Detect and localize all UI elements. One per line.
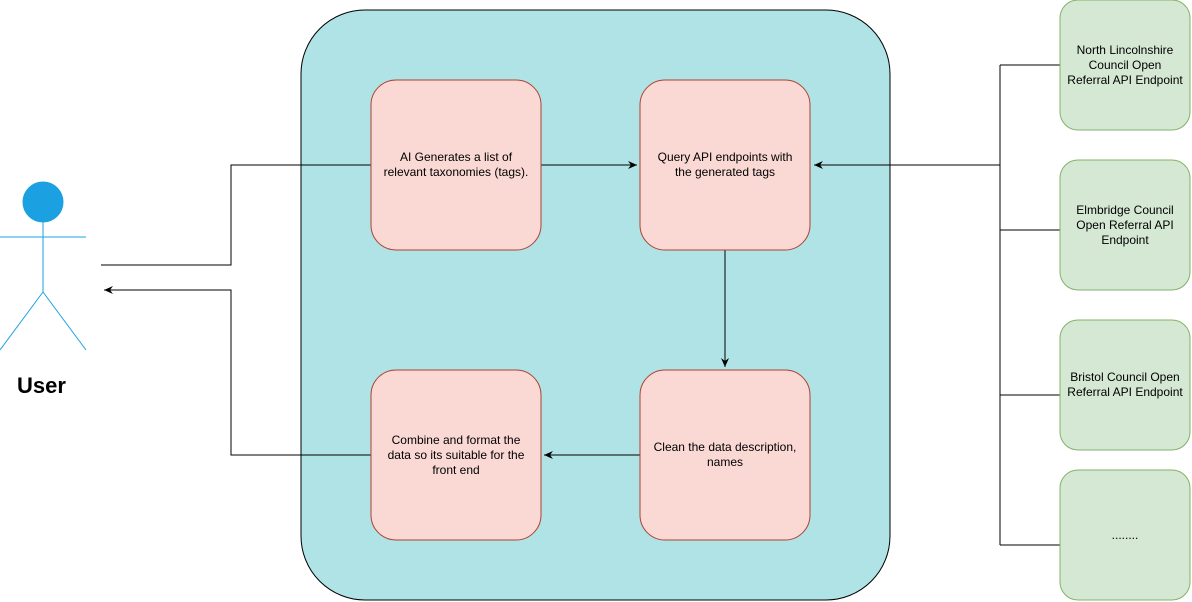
endpoint-box-bristol xyxy=(1059,319,1191,451)
process-clean-text: Clean the data description, names xyxy=(653,440,797,469)
edge-endpoints-to-query xyxy=(814,64,1060,546)
user-actor-icon xyxy=(0,181,87,351)
edge-combine-to-user xyxy=(104,286,371,456)
user-label: User xyxy=(17,373,66,398)
process-query-text: Query API endpoints with the generated t… xyxy=(657,150,793,179)
process-combine-text: Combine and format the data so its suita… xyxy=(387,432,525,477)
endpoint-box-more xyxy=(1059,469,1191,601)
process-generate-text: AI Generates a list of relevant taxonomi… xyxy=(383,150,529,179)
endpoint-box-elmbridge xyxy=(1059,159,1191,291)
endpoint-more-text: ........ xyxy=(1111,527,1139,542)
endpoint-box-north-lincolnshire xyxy=(1059,0,1191,131)
edge-user-to-generate xyxy=(101,164,371,266)
process-box-combine xyxy=(370,369,542,541)
endpoint-elmbridge-text: Elmbridge Council Open Referral API Endp… xyxy=(1076,202,1174,247)
process-box-query xyxy=(639,79,811,251)
endpoint-bristol-text: Bristol Council Open Referral API Endpoi… xyxy=(1067,370,1183,399)
process-box-clean xyxy=(639,369,811,541)
endpoint-north-lincolnshire-text: North Lincolnshire Council Open Referral… xyxy=(1067,42,1183,87)
process-box-generate xyxy=(370,79,542,251)
